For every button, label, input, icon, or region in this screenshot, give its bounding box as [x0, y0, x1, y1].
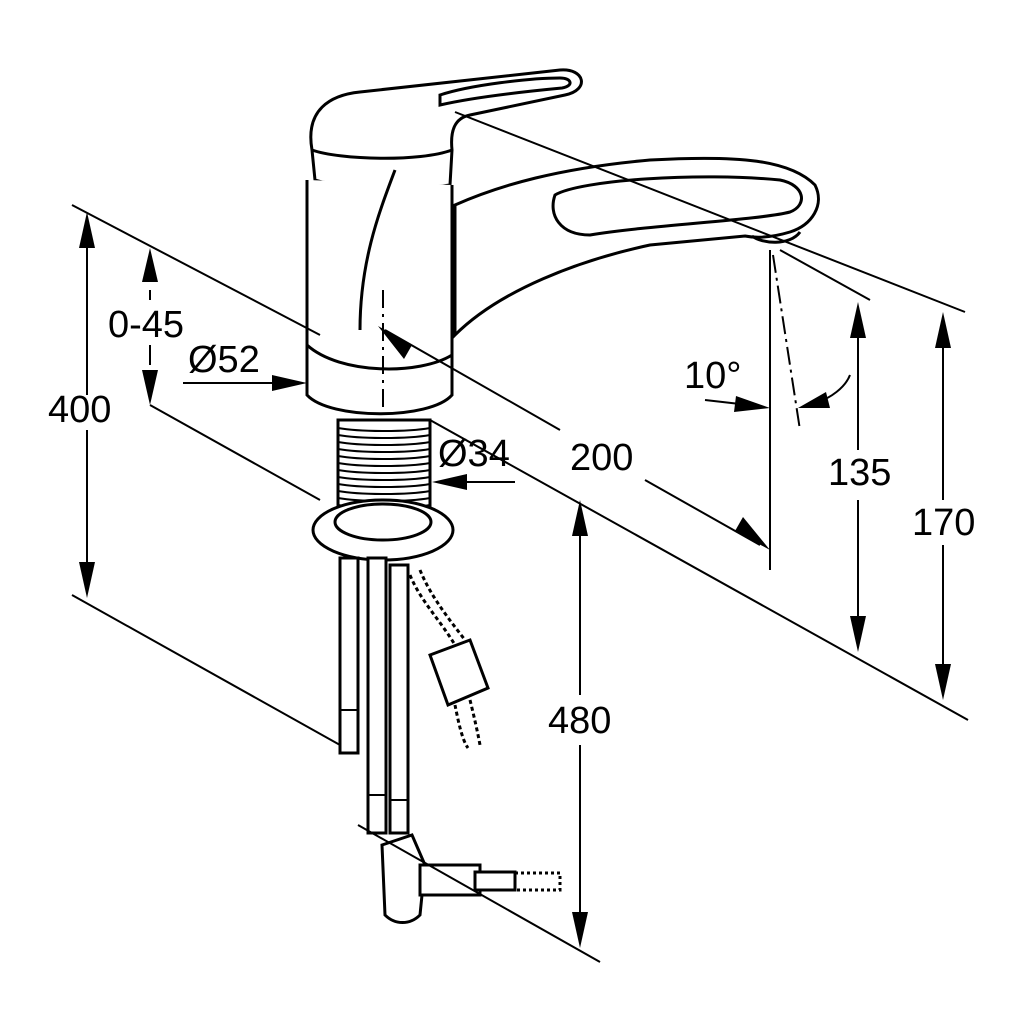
dimension-lines: [71, 111, 969, 963]
label-body-diameter: Ø52: [188, 339, 260, 381]
label-hose-length: 480: [548, 700, 611, 742]
faucet-body: [305, 180, 454, 416]
shank-thread: [337, 427, 431, 432]
label-height-total: 400: [48, 389, 111, 431]
label-spout-angle: 10°: [684, 355, 741, 397]
shank-thread: [337, 455, 431, 460]
mounting-ring: [311, 498, 455, 562]
label-spout-reach: 200: [570, 437, 633, 479]
bottom-valve: [380, 833, 562, 924]
label-deck-thickness: 0-45: [108, 304, 184, 346]
shank-thread: [337, 469, 431, 474]
label-spout-height: 135: [828, 452, 891, 494]
label-overall-height: 170: [912, 502, 975, 544]
shank-thread: [337, 476, 431, 481]
shank-thread: [337, 434, 431, 439]
shank-thread: [337, 448, 431, 453]
shank-thread: [337, 441, 431, 446]
shank-thread: [337, 462, 431, 467]
label-shank-diameter: Ø34: [438, 433, 510, 475]
shank-thread: [337, 490, 431, 495]
supply-pipes: [338, 556, 410, 835]
spout: [453, 156, 820, 339]
spray-hose: [408, 574, 457, 646]
faucet-illustration: [305, 68, 820, 924]
shank-thread: [337, 483, 431, 488]
lever-handle: [309, 68, 583, 190]
